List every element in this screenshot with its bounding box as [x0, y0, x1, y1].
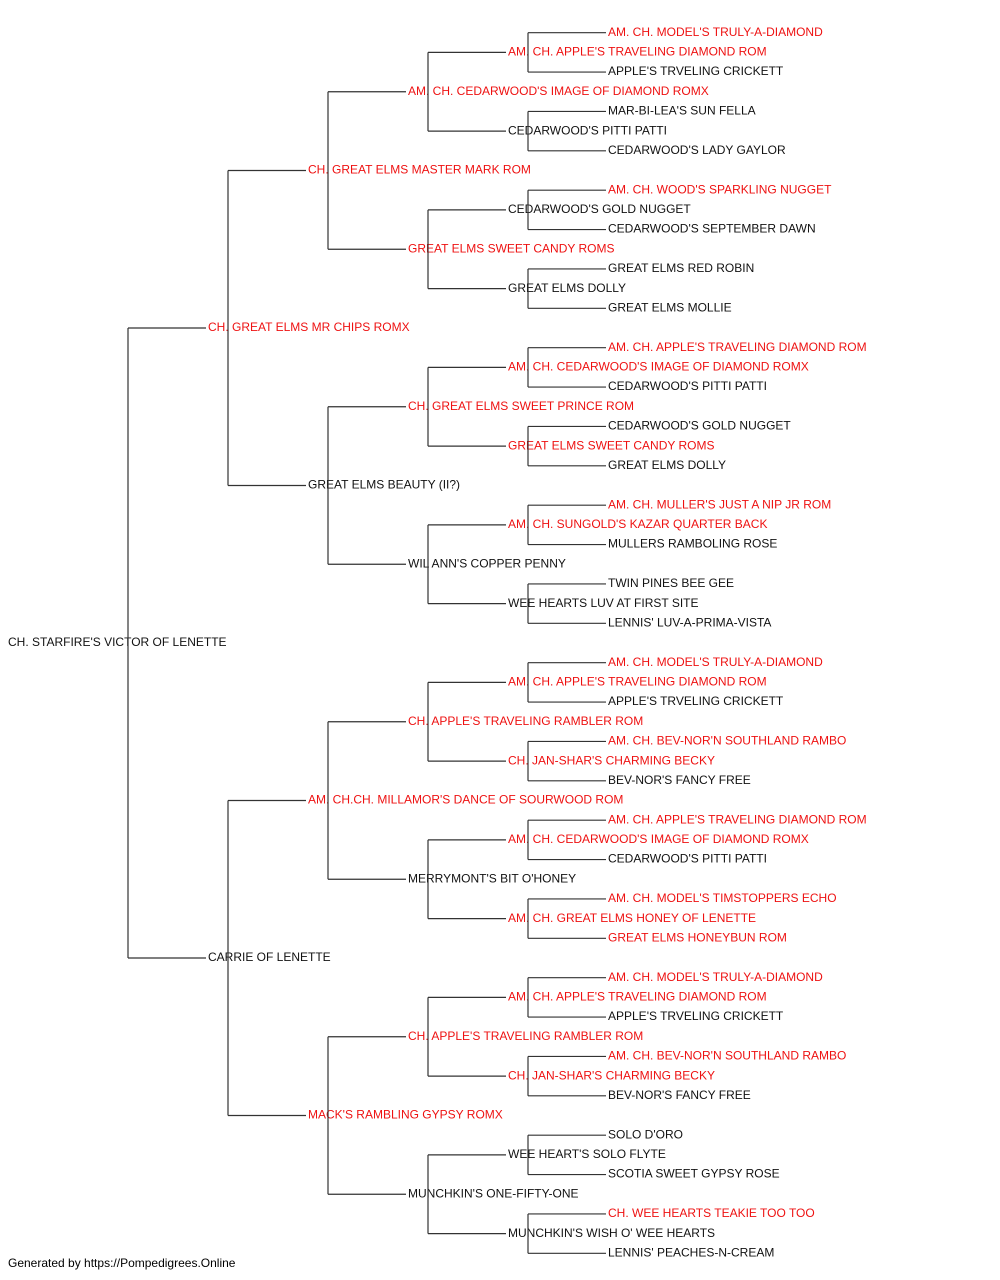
dog-name-gen2: CH. GREAT ELMS MASTER MARK ROM	[308, 163, 531, 177]
dog-name-gen3: CH. APPLE'S TRAVELING RAMBLER ROM	[408, 1029, 643, 1043]
dog-name-gen5: CEDARWOOD'S LADY GAYLOR	[608, 143, 786, 157]
dog-name-gen5: AM. CH. BEV-NOR'N SOUTHLAND RAMBO	[608, 1049, 846, 1063]
dog-name-gen1: CARRIE OF LENETTE	[208, 950, 331, 964]
dog-name-gen5: CEDARWOOD'S PITTI PATTI	[608, 852, 767, 866]
dog-name-gen5: GREAT ELMS HONEYBUN ROM	[608, 930, 787, 944]
dog-name-gen5: LENNIS' PEACHES-N-CREAM	[608, 1245, 774, 1259]
dog-name-gen3: MERRYMONT'S BIT O'HONEY	[408, 871, 576, 885]
dog-name-gen4: AM. CH. CEDARWOOD'S IMAGE OF DIAMOND ROM…	[508, 832, 809, 846]
dog-name-gen4: CEDARWOOD'S GOLD NUGGET	[508, 202, 691, 216]
dog-name-gen3: GREAT ELMS SWEET CANDY ROMS	[408, 241, 614, 255]
dog-name-gen4: AM. CH. APPLE'S TRAVELING DIAMOND ROM	[508, 675, 767, 689]
dog-name-gen5: AM. CH. MODEL'S TRULY-A-DIAMOND	[608, 25, 823, 39]
dog-name-gen5: CEDARWOOD'S SEPTEMBER DAWN	[608, 222, 816, 236]
footer-credit: Generated by https://Pompedigrees.Online	[8, 1256, 236, 1270]
dog-name-gen5: AM. CH. WOOD'S SPARKLING NUGGET	[608, 182, 832, 196]
dog-name-gen4: GREAT ELMS SWEET CANDY ROMS	[508, 438, 714, 452]
dog-name-gen5: SOLO D'ORO	[608, 1127, 683, 1141]
dog-name-gen4: AM. CH. SUNGOLD'S KAZAR QUARTER BACK	[508, 517, 767, 531]
dog-name-gen5: APPLE'S TRVELING CRICKETT	[608, 1009, 784, 1023]
dog-name-gen4: CEDARWOOD'S PITTI PATTI	[508, 123, 667, 137]
dog-name-gen5: AM. CH. BEV-NOR'N SOUTHLAND RAMBO	[608, 734, 846, 748]
dog-name-gen5: AM. CH. MODEL'S TIMSTOPPERS ECHO	[608, 891, 837, 905]
dog-name-gen4: CH. JAN-SHAR'S CHARMING BECKY	[508, 1068, 715, 1082]
dog-name-gen0: CH. STARFIRE'S VICTOR OF LENETTE	[8, 635, 227, 649]
dog-name-gen5: SCOTIA SWEET GYPSY ROSE	[608, 1167, 780, 1181]
dog-name-gen5: LENNIS' LUV-A-PRIMA-VISTA	[608, 615, 771, 629]
dog-name-gen5: AM. CH. MODEL'S TRULY-A-DIAMOND	[608, 655, 823, 669]
dog-name-gen4: GREAT ELMS DOLLY	[508, 281, 626, 295]
dog-name-gen2: AM. CH.CH. MILLAMOR'S DANCE OF SOURWOOD …	[308, 793, 623, 807]
dog-name-gen5: GREAT ELMS RED ROBIN	[608, 261, 754, 275]
dog-name-gen5: GREAT ELMS DOLLY	[608, 458, 726, 472]
dog-name-gen5: AM. CH. MODEL'S TRULY-A-DIAMOND	[608, 970, 823, 984]
dog-name-gen5: AM. CH. MULLER'S JUST A NIP JR ROM	[608, 497, 831, 511]
dog-name-gen5: CEDARWOOD'S PITTI PATTI	[608, 379, 767, 393]
dog-name-gen4: WEE HEARTS LUV AT FIRST SITE	[508, 596, 699, 610]
dog-name-gen1: CH. GREAT ELMS MR CHIPS ROMX	[208, 320, 410, 334]
dog-name-gen3: AM. CH. CEDARWOOD'S IMAGE OF DIAMOND ROM…	[408, 84, 709, 98]
dog-name-gen5: CEDARWOOD'S GOLD NUGGET	[608, 419, 791, 433]
dog-name-gen5: AM. CH. APPLE'S TRAVELING DIAMOND ROM	[608, 812, 867, 826]
dog-name-gen3: MUNCHKIN'S ONE-FIFTY-ONE	[408, 1186, 579, 1200]
dog-name-gen2: GREAT ELMS BEAUTY (II?)	[308, 478, 460, 492]
dog-name-gen4: AM. CH. APPLE'S TRAVELING DIAMOND ROM	[508, 45, 767, 59]
dog-name-gen2: MACK'S RAMBLING GYPSY ROMX	[308, 1108, 503, 1122]
dog-name-gen5: MAR-BI-LEA'S SUN FELLA	[608, 104, 756, 118]
dog-name-gen4: AM. CH. GREAT ELMS HONEY OF LENETTE	[508, 911, 756, 925]
dog-name-gen5: CH. WEE HEARTS TEAKIE TOO TOO	[608, 1206, 815, 1220]
dog-name-gen5: GREAT ELMS MOLLIE	[608, 300, 732, 314]
dog-name-gen3: CH. APPLE'S TRAVELING RAMBLER ROM	[408, 714, 643, 728]
dog-name-gen3: WIL ANN'S COPPER PENNY	[408, 556, 566, 570]
dog-name-gen5: BEV-NOR'S FANCY FREE	[608, 773, 751, 787]
dog-name-gen4: AM. CH. CEDARWOOD'S IMAGE OF DIAMOND ROM…	[508, 360, 809, 374]
dog-name-gen5: APPLE'S TRVELING CRICKETT	[608, 64, 784, 78]
dog-name-gen5: BEV-NOR'S FANCY FREE	[608, 1088, 751, 1102]
dog-name-gen5: TWIN PINES BEE GEE	[608, 576, 734, 590]
dog-name-gen4: CH. JAN-SHAR'S CHARMING BECKY	[508, 753, 715, 767]
dog-name-gen4: AM. CH. APPLE'S TRAVELING DIAMOND ROM	[508, 990, 767, 1004]
dog-name-gen4: WEE HEART'S SOLO FLYTE	[508, 1147, 666, 1161]
dog-name-gen5: APPLE'S TRVELING CRICKETT	[608, 694, 784, 708]
dog-name-gen5: MULLERS RAMBOLING ROSE	[608, 537, 777, 551]
dog-name-gen4: MUNCHKIN'S WISH O' WEE HEARTS	[508, 1226, 715, 1240]
dog-name-gen5: AM. CH. APPLE'S TRAVELING DIAMOND ROM	[608, 340, 867, 354]
dog-name-gen3: CH. GREAT ELMS SWEET PRINCE ROM	[408, 399, 634, 413]
